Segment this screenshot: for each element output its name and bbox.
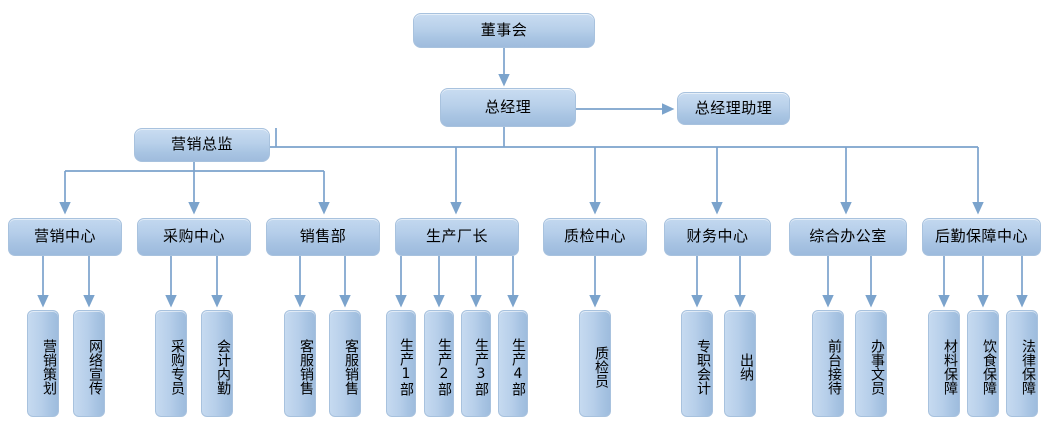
node-department-logistics-center[interactable]: 后勤保障中心 bbox=[922, 218, 1041, 256]
department-label: 销售部 bbox=[299, 227, 347, 246]
position-label: 采购专员 bbox=[169, 338, 185, 395]
node-department-general-office[interactable]: 综合办公室 bbox=[789, 218, 907, 256]
node-department-quality-center[interactable]: 质检中心 bbox=[543, 218, 647, 256]
node-position-customer-sales-1[interactable]: 客服销售 bbox=[284, 310, 316, 417]
position-label: 生产3部 bbox=[473, 337, 489, 396]
position-label: 生产1部 bbox=[398, 337, 414, 396]
node-position-material-support[interactable]: 材料保障 bbox=[928, 310, 960, 417]
node-position-online-promotion[interactable]: 网络宣传 bbox=[73, 310, 105, 417]
position-label: 营销策划 bbox=[41, 338, 57, 395]
position-label: 生产4部 bbox=[510, 337, 526, 396]
node-position-office-clerk[interactable]: 办事文员 bbox=[855, 310, 887, 417]
node-marketing-director[interactable]: 营销总监 bbox=[134, 128, 270, 162]
node-department-marketing-center[interactable]: 营销中心 bbox=[8, 218, 122, 256]
node-position-production-dept-1[interactable]: 生产1部 bbox=[386, 310, 416, 417]
node-board-label: 董事会 bbox=[480, 20, 528, 39]
node-position-legal-support[interactable]: 法律保障 bbox=[1006, 310, 1038, 417]
node-position-cashier[interactable]: 出纳 bbox=[724, 310, 756, 417]
position-label: 专职会计 bbox=[695, 338, 711, 395]
node-gm-assistant-label: 总经理助理 bbox=[694, 98, 773, 117]
node-general-manager[interactable]: 总经理 bbox=[440, 88, 576, 127]
node-position-production-dept-4[interactable]: 生产4部 bbox=[498, 310, 528, 417]
node-position-full-time-accountant[interactable]: 专职会计 bbox=[681, 310, 713, 417]
position-label: 生产2部 bbox=[436, 337, 452, 396]
node-board[interactable]: 董事会 bbox=[413, 13, 595, 48]
position-label: 会计内勤 bbox=[215, 338, 231, 395]
department-label: 营销中心 bbox=[33, 227, 96, 246]
node-position-production-dept-2[interactable]: 生产2部 bbox=[424, 310, 454, 417]
position-label: 质检员 bbox=[593, 345, 609, 388]
department-label: 综合办公室 bbox=[809, 227, 887, 246]
position-label: 材料保障 bbox=[942, 338, 958, 395]
department-label: 质检中心 bbox=[563, 227, 626, 246]
position-label: 法律保障 bbox=[1020, 338, 1036, 395]
position-label: 客服销售 bbox=[298, 338, 314, 395]
department-label: 后勤保障中心 bbox=[934, 227, 1028, 246]
position-label: 前台接待 bbox=[826, 338, 842, 395]
department-label: 生产厂长 bbox=[425, 227, 488, 246]
node-position-quality-inspector[interactable]: 质检员 bbox=[579, 310, 611, 417]
department-label: 采购中心 bbox=[162, 227, 225, 246]
node-position-production-dept-3[interactable]: 生产3部 bbox=[461, 310, 491, 417]
node-department-finance-center[interactable]: 财务中心 bbox=[664, 218, 771, 256]
node-position-catering-support[interactable]: 饮食保障 bbox=[967, 310, 999, 417]
position-label: 网络宣传 bbox=[87, 338, 103, 395]
node-department-procurement-center[interactable]: 采购中心 bbox=[137, 218, 251, 256]
node-position-customer-sales-2[interactable]: 客服销售 bbox=[329, 310, 361, 417]
node-department-sales[interactable]: 销售部 bbox=[266, 218, 380, 256]
node-position-front-desk-reception[interactable]: 前台接待 bbox=[812, 310, 844, 417]
node-position-marketing-planning[interactable]: 营销策划 bbox=[27, 310, 59, 417]
position-label: 饮食保障 bbox=[981, 338, 997, 395]
position-label: 办事文员 bbox=[869, 338, 885, 395]
position-label: 出纳 bbox=[738, 352, 754, 381]
node-gm-assistant[interactable]: 总经理助理 bbox=[677, 92, 790, 125]
position-label: 客服销售 bbox=[343, 338, 359, 395]
node-department-production-manager[interactable]: 生产厂长 bbox=[395, 218, 519, 256]
node-position-purchasing-specialist[interactable]: 采购专员 bbox=[155, 310, 187, 417]
node-position-accounting-clerk[interactable]: 会计内勤 bbox=[201, 310, 233, 417]
node-marketing-director-label: 营销总监 bbox=[170, 135, 233, 154]
node-general-manager-label: 总经理 bbox=[484, 97, 532, 116]
department-label: 财务中心 bbox=[686, 227, 749, 246]
